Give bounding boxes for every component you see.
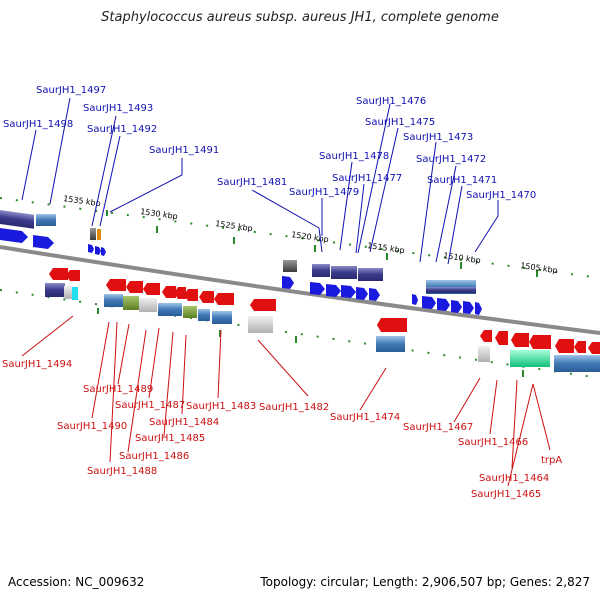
gene-label-saurjh1-1474: SaurJH1_1474: [330, 412, 400, 423]
genome-backbone: [0, 245, 600, 335]
scale-tick-labels: 1535 kbp 1530 kbp 1525 kbp 1520 kbp 1515…: [63, 194, 559, 275]
gene-label-saurjh1-1467: SaurJH1_1467: [403, 422, 473, 433]
major-ticks: [97, 210, 538, 377]
top-gene-labels: SaurJH1_1497 SaurJH1_1498 SaurJH1_1493 S…: [3, 85, 536, 201]
tick-label-1535: 1535 kbp: [63, 194, 102, 208]
gene-label-saurjh1-1471: SaurJH1_1471: [427, 175, 497, 186]
gene-label-saurjh1-1465: SaurJH1_1465: [471, 489, 541, 500]
gene-label-saurjh1-1493: SaurJH1_1493: [83, 103, 153, 114]
gene-label-saurjh1-1497: SaurJH1_1497: [36, 85, 106, 96]
gene-label-saurjh1-1483: SaurJH1_1483: [186, 401, 256, 412]
gene-label-saurjh1-1488: SaurJH1_1488: [87, 466, 157, 477]
gene-label-saurjh1-1466: SaurJH1_1466: [458, 437, 528, 448]
reverse-genes: [49, 268, 600, 354]
tick-label-1520: 1520 kbp: [291, 230, 330, 244]
forward-genes: [0, 228, 482, 315]
tick-label-1525: 1525 kbp: [215, 219, 254, 233]
genome-summary-text: Topology: circular; Length: 2,906,507 bp…: [260, 575, 590, 589]
gene-label-trpa: trpA: [541, 455, 562, 466]
gene-label-saurjh1-1489: SaurJH1_1489: [83, 384, 153, 395]
bottom-leader-lines: [21, 315, 551, 487]
bottom-gene-labels: SaurJH1_1494 SaurJH1_1489 SaurJH1_1487 S…: [2, 359, 562, 500]
gene-label-saurjh1-1487: SaurJH1_1487: [115, 400, 185, 411]
gene-label-saurjh1-1470: SaurJH1_1470: [466, 190, 536, 201]
gene-label-saurjh1-1475: SaurJH1_1475: [365, 117, 435, 128]
page-title: Staphylococcus aureus subsp. aureus JH1,…: [101, 10, 499, 25]
gene-label-saurjh1-1492: SaurJH1_1492: [87, 124, 157, 135]
gene-label-saurjh1-1485: SaurJH1_1485: [135, 433, 205, 444]
gene-label-saurjh1-1498: SaurJH1_1498: [3, 119, 73, 130]
gene-label-saurjh1-1494: SaurJH1_1494: [2, 359, 72, 370]
gene-label-saurjh1-1486: SaurJH1_1486: [119, 451, 189, 462]
gene-label-saurjh1-1479: SaurJH1_1479: [289, 187, 359, 198]
gene-label-saurjh1-1490: SaurJH1_1490: [57, 421, 127, 432]
gene-label-saurjh1-1472: SaurJH1_1472: [416, 154, 486, 165]
top-feature-blocks: [0, 210, 476, 294]
gene-label-saurjh1-1477: SaurJH1_1477: [332, 173, 402, 184]
accession-text: Accession: NC_009632: [8, 575, 145, 589]
tick-label-1505: 1505 kbp: [520, 261, 559, 275]
gene-label-saurjh1-1464: SaurJH1_1464: [479, 473, 549, 484]
gene-label-saurjh1-1476: SaurJH1_1476: [356, 96, 426, 107]
gene-label-saurjh1-1473: SaurJH1_1473: [403, 132, 473, 143]
bottom-feature-blocks: [45, 283, 600, 372]
gene-label-saurjh1-1482: SaurJH1_1482: [259, 402, 329, 413]
gene-label-saurjh1-1491: SaurJH1_1491: [149, 145, 219, 156]
gene-label-saurjh1-1478: SaurJH1_1478: [319, 151, 389, 162]
gene-label-saurjh1-1484: SaurJH1_1484: [149, 417, 219, 428]
gene-label-saurjh1-1481: SaurJH1_1481: [217, 177, 287, 188]
top-leader-lines: [21, 97, 499, 265]
